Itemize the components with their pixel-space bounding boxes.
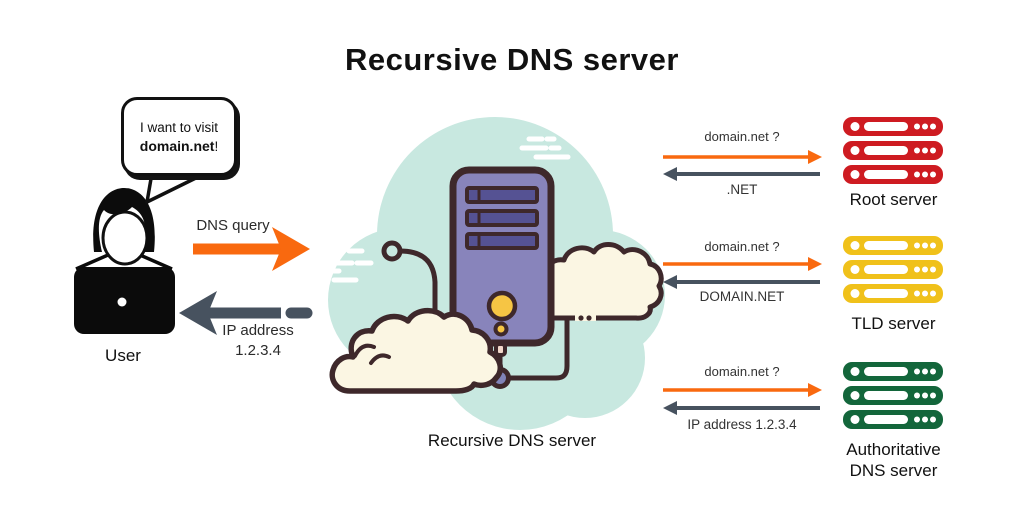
resolver-label: Recursive DNS server	[427, 431, 597, 450]
cable-right-icon	[509, 320, 570, 381]
laptop-icon	[74, 267, 175, 334]
tld-response-label: DOMAIN.NET	[699, 289, 785, 304]
authoritative-server-label: Authoritative DNS server	[816, 439, 971, 481]
speech-bubble-tail	[145, 171, 208, 204]
dns-query-arrow	[193, 227, 310, 271]
cloud-left-icon	[329, 307, 503, 394]
authoritative-server-label-line2: DNS server	[849, 461, 938, 480]
speed-dashes	[314, 136, 571, 283]
ip-address-label: IP address 1.2.3.4	[197, 321, 319, 361]
dns-query-label: DNS query	[196, 217, 270, 234]
speech-bubble-line2: domain.net!	[139, 137, 219, 154]
tld-server-icon	[843, 236, 943, 303]
cable-left-icon	[381, 240, 438, 342]
ip-response-arrow	[179, 291, 313, 335]
server-tower-icon	[449, 166, 555, 347]
tld-server-label: TLD server	[851, 314, 936, 333]
user-icon	[74, 188, 175, 334]
root-server-icon	[843, 117, 943, 184]
authoritative-response-arrow	[663, 401, 820, 415]
page-title: Recursive DNS server	[345, 42, 679, 77]
ip-address-label-line1: IP address	[222, 322, 294, 339]
tld-query-label: domain.net ?	[704, 239, 780, 254]
authoritative-query-label: domain.net ?	[704, 364, 780, 379]
root-server-label: Root server	[849, 190, 938, 209]
ip-address-label-line2: 1.2.3.4	[235, 342, 281, 359]
authoritative-server-icon	[843, 362, 943, 429]
root-response-arrow	[663, 167, 820, 181]
tld-query-arrow	[663, 257, 822, 271]
root-query-arrow	[663, 150, 822, 164]
root-response-label: .NET	[726, 182, 758, 197]
authoritative-server-label-line1: Authoritative	[846, 440, 941, 459]
user-label: User	[105, 346, 141, 365]
authoritative-query-arrow	[663, 383, 822, 397]
speech-bubble-line1: I want to visit	[139, 119, 219, 135]
root-query-label: domain.net ?	[704, 129, 780, 144]
authoritative-response-label: IP address 1.2.3.4	[687, 417, 797, 432]
tld-response-arrow	[663, 275, 820, 289]
speech-bubble: I want to visit domain.net!	[121, 97, 237, 176]
